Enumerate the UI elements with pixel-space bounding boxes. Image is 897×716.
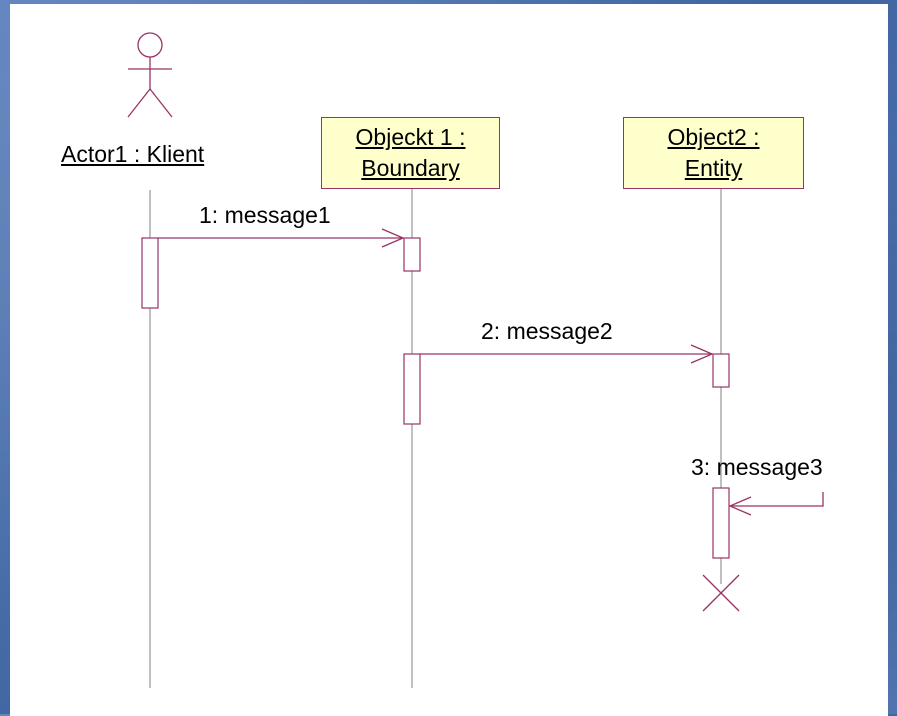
actor-label: Actor1 : Klient bbox=[61, 141, 205, 167]
message1-arrow bbox=[158, 228, 405, 248]
message1-label: 1: message1 bbox=[199, 202, 331, 228]
actor-stick-figure bbox=[127, 32, 173, 118]
message2-arrow bbox=[420, 344, 714, 364]
destroy-x-icon bbox=[702, 574, 740, 612]
entity-object-name: Object2 : bbox=[667, 124, 760, 150]
boundary-object-name: Objeckt 1 : bbox=[355, 124, 466, 150]
actor-activation-bar bbox=[141, 237, 159, 309]
entity-activation-bar-1 bbox=[712, 353, 730, 388]
actor-left-leg bbox=[127, 88, 151, 118]
entity-object-type: Entity bbox=[684, 155, 743, 181]
entity-activation-bar-2 bbox=[712, 487, 730, 559]
boundary-activation-bar-1 bbox=[403, 237, 421, 272]
entity-object-box: Object2 : Entity bbox=[623, 117, 804, 189]
diagram-graphics bbox=[127, 32, 824, 688]
message3-self-arrow bbox=[728, 492, 824, 516]
boundary-object-type: Boundary bbox=[361, 155, 460, 181]
boundary-activation-bar-2 bbox=[403, 353, 421, 425]
actor-right-leg bbox=[149, 88, 173, 118]
message2-label: 2: message2 bbox=[481, 318, 613, 344]
sequence-diagram-canvas: Actor1 : Klient Objeckt 1 : Boundary Obj… bbox=[10, 4, 888, 716]
message3-label: 3: message3 bbox=[691, 454, 823, 480]
actor-head bbox=[137, 32, 163, 58]
boundary-object-box: Objeckt 1 : Boundary bbox=[321, 117, 500, 189]
